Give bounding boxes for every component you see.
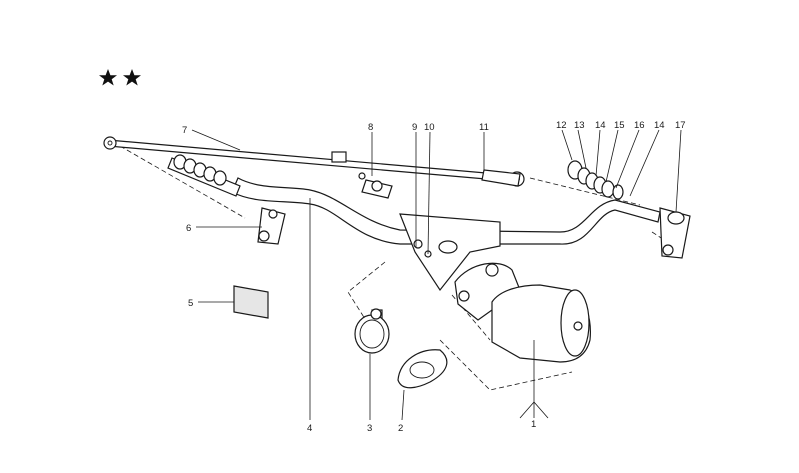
callout-labels: 7 8 9 10 11 12 13 14 15 16 14 17 6 5 4 3…: [182, 120, 686, 434]
part-5-rubber-pad: [233, 285, 269, 319]
callout-17: 17: [675, 120, 686, 131]
callout-7: 7: [182, 125, 187, 136]
callout-1: 1: [531, 419, 536, 430]
left-pivot-spring: [167, 154, 241, 197]
callout-14a: 14: [595, 120, 606, 131]
leader-lines: [191, 129, 682, 421]
callout-6: 6: [186, 223, 191, 234]
callout-8: 8: [368, 122, 373, 133]
part-3-drive-gear: [354, 308, 390, 354]
part-7-connecting-rod: [103, 136, 525, 187]
callout-5: 5: [188, 298, 193, 309]
callout-2: 2: [398, 423, 403, 434]
callout-15: 15: [614, 120, 625, 131]
star-icon: [123, 69, 141, 86]
header-marker: ★★: [0, 0, 141, 86]
part-2-gear-cover: [397, 349, 448, 389]
right-pivot-spring: [567, 160, 624, 200]
part-1-wiper-motor: [454, 262, 591, 363]
part-11-linkage-end: [481, 169, 521, 187]
part-8-pivot-fitting: [358, 172, 393, 199]
callout-3: 3: [367, 423, 372, 434]
callout-16: 16: [634, 120, 645, 131]
part-6-left-bracket: [257, 207, 286, 245]
callout-11: 11: [479, 122, 489, 133]
callout-10: 10: [424, 122, 435, 133]
callout-9: 9: [412, 122, 417, 133]
header-marker-text: ★★: [0, 0, 2, 1]
callout-4: 4: [307, 423, 312, 434]
callout-13: 13: [574, 120, 585, 131]
part-17-right-bracket: [659, 207, 691, 259]
star-icon: [99, 69, 117, 86]
callout-14b: 14: [654, 120, 665, 131]
callout-12: 12: [556, 120, 567, 131]
